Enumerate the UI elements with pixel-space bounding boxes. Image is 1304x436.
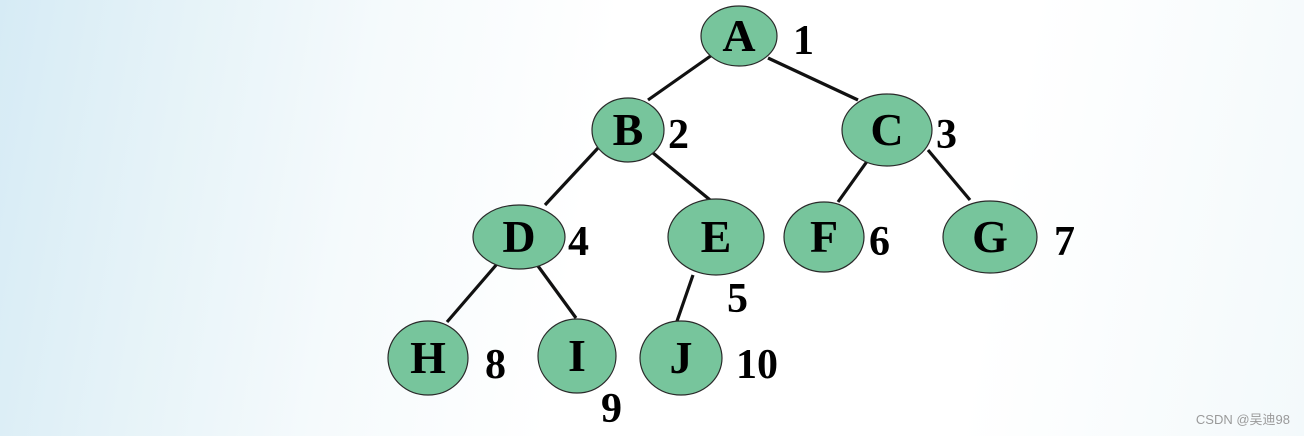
node-circle-e [667,198,765,276]
node-label-j: J [670,332,693,383]
node-label-c: C [870,104,903,155]
node-label-a: A [722,10,755,61]
edge-c-g [926,148,972,202]
node-label-f: F [810,211,838,262]
node-i: I9 [537,318,622,432]
node-circle-c [841,93,933,167]
node-circle-f [783,201,865,273]
node-number-c: 3 [936,112,957,158]
node-circle-d [472,204,566,270]
node-circle-b [591,97,665,163]
edge-a-c [767,56,859,102]
node-number-j: 10 [736,342,778,388]
edge-b-e [651,151,717,206]
node-number-b: 2 [668,112,689,158]
node-number-h: 8 [485,342,506,388]
node-j: J 10 [639,320,778,396]
node-circle-g [942,200,1038,274]
node-number-f: 6 [869,219,890,265]
edge-c-f [836,159,870,203]
node-number-d: 4 [568,219,589,265]
node-label-i: I [568,330,586,381]
node-label-e: E [701,211,732,262]
node-circle-a [700,5,778,67]
node-number-e: 5 [727,276,748,322]
node-label-g: G [972,211,1008,262]
node-label-b: B [613,104,644,155]
edge-a-b [647,53,713,102]
node-circle-i [537,318,617,394]
edge-b-d [543,146,600,207]
node-number-i: 9 [601,386,622,432]
node-label-h: H [410,332,446,383]
node-e: E5 [667,198,765,322]
edge-d-i [536,265,578,319]
watermark: CSDN @吴迪98 [1195,412,1290,427]
edge-d-h [445,262,499,324]
node-label-d: D [502,211,535,262]
node-number-g: 7 [1054,219,1075,265]
edge-e-j [674,274,695,325]
node-circle-h [387,320,469,396]
node-circle-j [639,320,723,396]
node-number-a: 1 [793,18,814,64]
tree-edges [445,53,972,325]
